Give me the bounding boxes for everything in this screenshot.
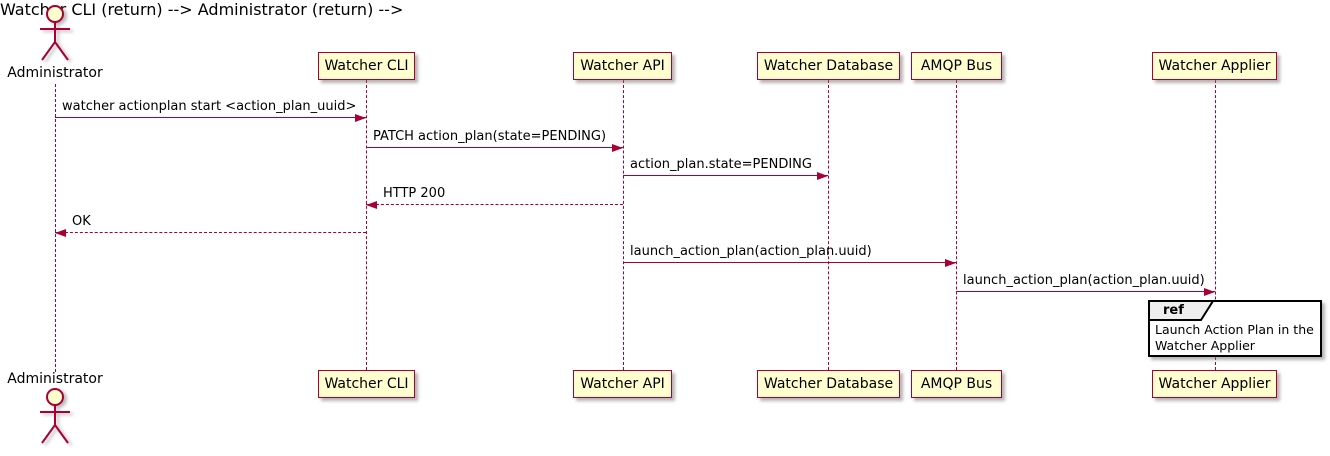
- message-line: [956, 291, 1215, 292]
- lifeline-amqp-bus: [956, 80, 957, 370]
- participant-box-watcher-database: Watcher Database: [757, 52, 900, 80]
- message-launch-action-plan-applier: launch_action_plan(action_plan.uuid): [956, 273, 1215, 296]
- message-http-200: HTTP 200: [366, 186, 623, 209]
- participant-label: Watcher CLI: [324, 58, 409, 74]
- participant-box-watcher-cli: Watcher CLI: [318, 52, 415, 80]
- ref-text: Launch Action Plan in the Watcher Applie…: [1155, 322, 1314, 354]
- message-label: launch_action_plan(action_plan.uuid): [630, 244, 872, 259]
- actor-label-bottom: Administrator: [7, 371, 103, 387]
- message-line: [55, 232, 366, 233]
- message-actionplan-start: watcher actionplan start <action_plan_uu…: [55, 99, 366, 122]
- participant-label: Watcher API: [580, 58, 665, 74]
- participant-box-watcher-api: Watcher API: [573, 52, 672, 80]
- arrowhead-right-icon: [817, 172, 828, 180]
- participant-label: AMQP Bus: [920, 58, 993, 74]
- participant-label: Watcher Database: [763, 58, 894, 74]
- ref-header-shape: [1148, 300, 1215, 321]
- actor-icon: [40, 388, 70, 444]
- message-ok: OK: [55, 214, 366, 237]
- ref-text-line2: Watcher Applier: [1155, 338, 1255, 353]
- participant-box-watcher-applier: Watcher Applier: [1152, 370, 1277, 398]
- actor-label-top: Administrator: [7, 65, 103, 81]
- message-state-pending: action_plan.state=PENDING: [623, 157, 828, 180]
- message-launch-action-plan-amqp: launch_action_plan(action_plan.uuid): [623, 244, 956, 267]
- participant-label: Watcher Applier: [1158, 376, 1271, 392]
- message-label: PATCH action_plan(state=PENDING): [373, 129, 607, 144]
- arrowhead-right-icon: [612, 144, 623, 152]
- arrowhead-right-icon: [1204, 288, 1215, 296]
- ref-keyword: ref: [1163, 303, 1184, 318]
- participant-box-watcher-cli: Watcher CLI: [318, 370, 415, 398]
- participant-box-watcher-api: Watcher API: [573, 370, 672, 398]
- participant-box-amqp-bus: AMQP Bus: [911, 52, 1002, 80]
- lifeline-watcher-api: [623, 80, 624, 370]
- participant-box-amqp-bus: AMQP Bus: [911, 370, 1002, 398]
- message-line: [366, 147, 623, 148]
- participant-label: Watcher Database: [763, 376, 894, 392]
- participant-label: Watcher Applier: [1158, 58, 1271, 74]
- message-label: action_plan.state=PENDING: [630, 157, 812, 172]
- message-label: OK: [72, 214, 91, 229]
- participant-label: AMQP Bus: [920, 376, 993, 392]
- message-label: launch_action_plan(action_plan.uuid): [963, 273, 1205, 288]
- arrowhead-right-icon: [945, 259, 956, 267]
- message-label: HTTP 200: [383, 186, 446, 201]
- actor-icon: [40, 5, 70, 61]
- participant-label: Watcher CLI: [324, 376, 409, 392]
- arrowhead-left-icon: [55, 229, 66, 237]
- participant-box-watcher-applier: Watcher Applier: [1152, 52, 1277, 80]
- arrowhead-right-icon: [355, 114, 366, 122]
- message-line: [366, 204, 623, 205]
- lifeline-watcher-applier: [1215, 80, 1216, 370]
- message-line: [623, 262, 956, 263]
- arrowhead-left-icon: [366, 201, 377, 209]
- lifeline-watcher-database: [828, 80, 829, 370]
- ref-text-line1: Launch Action Plan in the: [1155, 322, 1314, 337]
- message-line: [623, 175, 828, 176]
- lifeline-administrator: [55, 84, 56, 372]
- participant-box-watcher-database: Watcher Database: [757, 370, 900, 398]
- message-label: watcher actionplan start <action_plan_uu…: [62, 99, 357, 114]
- ref-fragment: ref Launch Action Plan in the Watcher Ap…: [1148, 300, 1322, 357]
- lifeline-watcher-cli: [366, 80, 367, 370]
- participant-label: Watcher API: [580, 376, 665, 392]
- message-line: [55, 117, 366, 118]
- message-patch-action-plan: PATCH action_plan(state=PENDING): [366, 129, 623, 152]
